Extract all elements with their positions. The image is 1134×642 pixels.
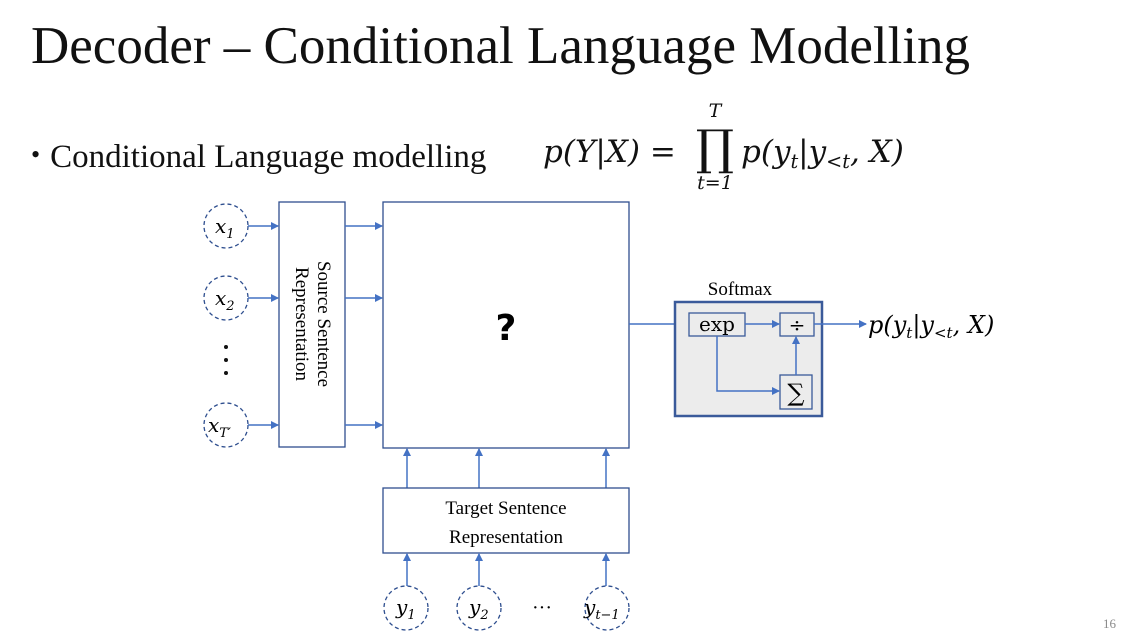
equation-lhs: p(Y|X) = — [543, 134, 676, 170]
bullet-dot-icon: • — [31, 140, 41, 169]
svg-text:y1: y1 — [395, 595, 416, 623]
target-input-node: yt−1 — [583, 585, 630, 631]
page-number: 16 — [1103, 616, 1116, 631]
svg-text:x2: x2 — [215, 286, 235, 314]
rhs-sub1: t — [790, 149, 799, 173]
rhs-mid: |y — [798, 134, 827, 170]
product-symbol: ∏ — [695, 120, 735, 176]
rhs-suffix: , X) — [849, 134, 904, 170]
equation-rhs: p(yt|y<t, X) — [741, 134, 904, 173]
bullet-point: • Conditional Language modelling — [31, 134, 486, 178]
svg-text:x1: x1 — [215, 214, 235, 242]
exp-label: exp — [699, 312, 735, 336]
softmax-block: Softmax exp ÷ ∑ — [673, 279, 824, 418]
sum-icon: ∑ — [787, 379, 804, 407]
source-representation-box: Source Sentence Representation — [278, 201, 346, 448]
source-box-label-2: Representation — [291, 267, 312, 381]
source-input-node: xT′ — [203, 402, 249, 448]
rhs-sub2: <t — [826, 149, 850, 173]
source-box-label-1: Source Sentence — [313, 261, 334, 387]
softmax-title: Softmax — [708, 279, 773, 300]
target-box-label-1: Target Sentence — [445, 498, 566, 519]
target-box-label-2: Representation — [449, 527, 563, 548]
target-ellipsis: ··· — [532, 597, 552, 619]
source-input-node: x2 — [203, 275, 249, 321]
svg-text:yt−1: yt−1 — [583, 595, 620, 623]
divide-icon: ÷ — [789, 313, 806, 337]
question-mark-icon: ? — [496, 308, 517, 349]
source-input-node: x1 — [203, 203, 249, 249]
target-input-node: y1 — [383, 585, 429, 631]
bullet-text: Conditional Language modelling — [50, 139, 487, 175]
slide-title: Decoder – Conditional Language Modelling — [31, 17, 971, 75]
product-lower-limit: t=1 — [697, 172, 733, 194]
target-representation-box: Target Sentence Representation — [382, 487, 630, 554]
product-operator: T ∏ t=1 — [693, 100, 737, 194]
svg-text:y2: y2 — [468, 595, 489, 623]
target-input-node: y2 — [456, 585, 502, 631]
source-ellipsis — [224, 345, 228, 375]
decoder-unknown-box: ? — [382, 201, 630, 449]
output-probability: p(yt|y<t, X) — [868, 311, 994, 342]
product-upper-limit: T — [708, 100, 722, 122]
rhs-prefix: p(y — [741, 134, 791, 170]
svg-text:xT′: xT′ — [208, 413, 231, 441]
